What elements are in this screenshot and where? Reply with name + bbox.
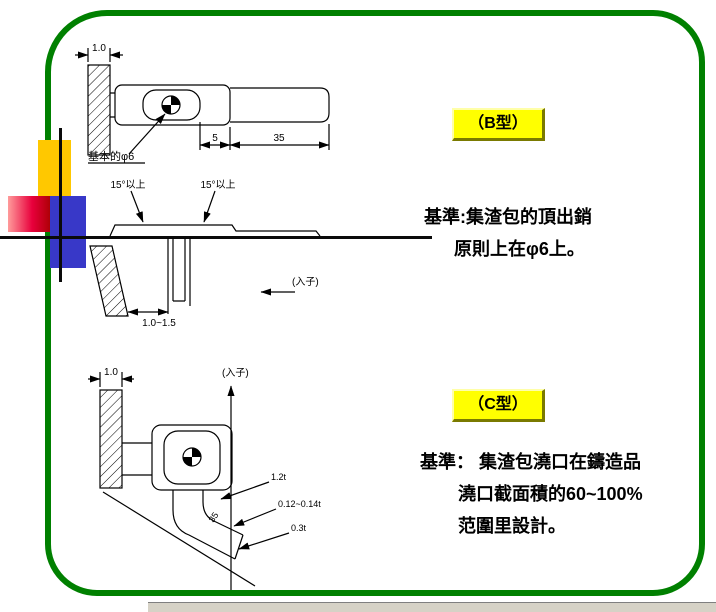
dim-wall-b-label: 1.0 xyxy=(92,43,106,54)
trap-inner-c xyxy=(163,430,221,485)
wall-hatch-c xyxy=(99,389,123,489)
slide-hatch xyxy=(89,245,129,317)
dim-gate-edge-label: 0.3t xyxy=(291,523,307,533)
wall-hatch xyxy=(87,64,111,156)
gate-outer xyxy=(172,490,236,560)
cavity-profile xyxy=(109,224,321,237)
note-b-line2: 原則上在φ6上。 xyxy=(454,239,585,259)
type-b-badge: （B型） xyxy=(452,108,545,141)
drawing-c-geometry xyxy=(88,372,290,590)
deco-yellow-rect xyxy=(38,140,71,202)
parting-line xyxy=(0,236,432,239)
trap-outer-c xyxy=(151,424,233,491)
insert-label-b: (入子) xyxy=(292,276,319,288)
insert-label-c: (入子) xyxy=(222,367,249,379)
angle-left-label: 15°以上 xyxy=(110,179,145,191)
dim-angle-label: 35 xyxy=(207,510,221,524)
dim-wall-c-label: 1.0 xyxy=(104,367,118,378)
note-c-line3: 范圍里設計。 xyxy=(458,516,566,536)
phi6-label: 基本的φ6 xyxy=(88,149,134,163)
trap-outer xyxy=(114,84,231,126)
window-edge-bottom xyxy=(148,602,716,612)
deco-blue-rect xyxy=(50,196,86,268)
deco-red-bar xyxy=(8,196,52,232)
note-c-line1: 基準： 集渣包澆口在鑄造品 xyxy=(420,452,641,472)
ejector-pin xyxy=(167,238,191,306)
angle-right-label: 15°以上 xyxy=(200,179,235,191)
dim-gate-land-label: 0.12~0.14t xyxy=(278,499,321,509)
dim-neck-label: 5 xyxy=(212,133,218,144)
dim-gap-label: 1.0~1.5 xyxy=(142,318,176,329)
note-c: 基準： 集渣包澆口在鑄造品 澆口截面積的60~100% 范圍里設計。 xyxy=(420,446,643,542)
deco-vertical-line xyxy=(59,128,62,282)
trap-inner xyxy=(142,89,201,121)
drawing-b-geometry xyxy=(75,48,330,317)
dim-runner-label: 35 xyxy=(273,133,285,144)
note-c-line2: 澆口截面積的60~100% xyxy=(458,484,643,504)
note-b-line1: 基準:集渣包的頂出銷 xyxy=(424,207,592,227)
type-c-badge: （C型） xyxy=(452,389,545,422)
slide-border xyxy=(45,10,705,596)
slag-trap-drawing-c: 1.0 (入子) 1.2t 0.12~0.14t 0.3t 35 xyxy=(88,367,321,590)
note-b: 基準:集渣包的頂出銷 原則上在φ6上。 xyxy=(424,201,592,265)
insert-diagonal xyxy=(102,491,256,587)
dim-gate-depth-label: 1.2t xyxy=(271,472,287,482)
gate-inner xyxy=(202,490,244,536)
slag-trap-drawing-b: 1.0 基本的φ6 5 35 15°以上 15°以上 (入子) 1.0~1.5 xyxy=(75,43,330,329)
runner-outline xyxy=(230,87,330,123)
